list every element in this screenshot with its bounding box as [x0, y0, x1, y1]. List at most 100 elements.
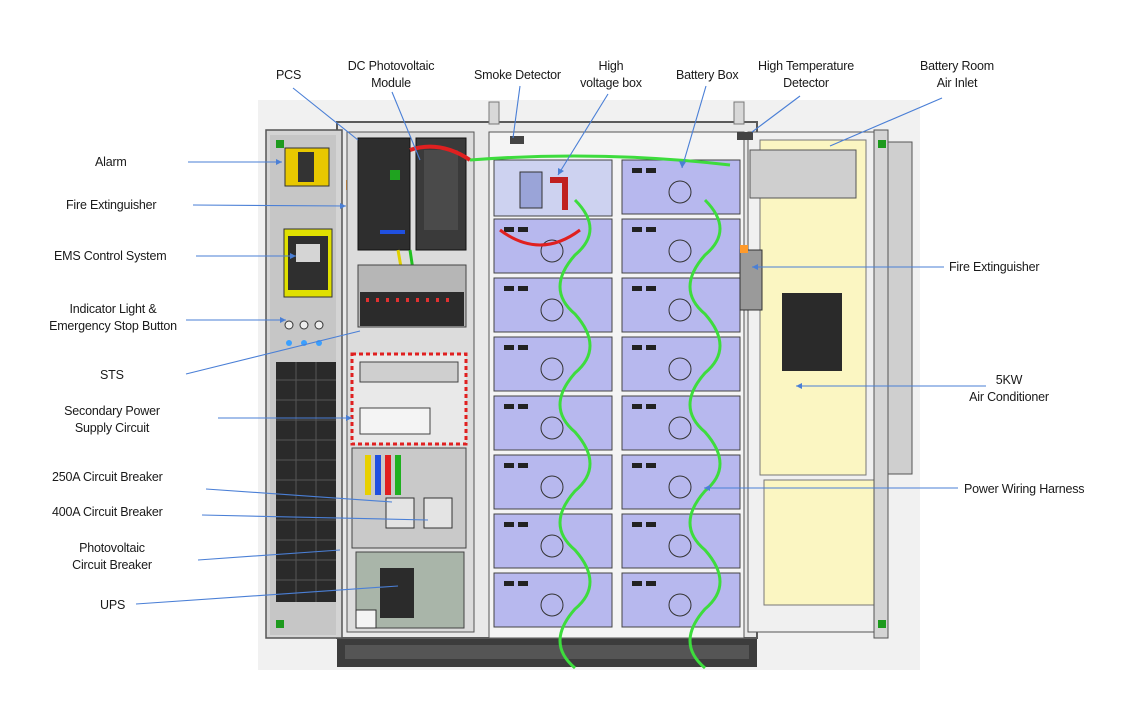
label-battery-box: Battery Box — [676, 68, 739, 82]
label-indicator-light-line1: Indicator Light & — [69, 302, 157, 316]
battery-fan — [668, 180, 692, 204]
battery-fan — [540, 475, 564, 499]
battery-terminal — [646, 345, 656, 350]
battery-terminal — [632, 522, 642, 527]
label-battery-room-air-inlet-line1: Battery Room — [919, 59, 995, 73]
label-high-voltage-box-line2: voltage box — [580, 76, 642, 90]
high-voltage-box-unit — [493, 159, 613, 217]
battery-fan — [540, 239, 564, 263]
air-conditioner-section — [739, 131, 879, 633]
battery-terminal — [646, 522, 656, 527]
left-door — [265, 129, 358, 639]
battery-terminal — [504, 463, 514, 468]
label-high-voltage-box-line1: High — [598, 59, 624, 73]
leader-arrowheads — [276, 159, 802, 491]
label-smoke-detector: Smoke Detector — [474, 68, 561, 82]
electrical-compartment — [346, 131, 475, 633]
label-dc-pv-module-line1: DC Photovoltaic — [347, 59, 435, 73]
label-sts: STS — [100, 368, 124, 382]
battery-terminal — [632, 227, 642, 232]
label-indicator-light-line2: Emergency Stop Button — [49, 319, 177, 333]
label-battery-room-air-inlet-line2: Air Inlet — [936, 76, 978, 90]
battery-terminal — [632, 286, 642, 291]
label-250a-breaker: 250A Circuit Breaker — [52, 470, 163, 484]
battery-fan — [668, 357, 692, 381]
battery-terminal — [632, 168, 642, 173]
battery-terminal — [518, 345, 528, 350]
label-high-temp-detector-line1: High Temperature — [758, 59, 854, 73]
top-green-cable — [469, 154, 731, 167]
label-air-conditioner: 5KW Air Conditioner — [960, 372, 1058, 406]
battery-terminal — [504, 404, 514, 409]
battery-terminal — [504, 345, 514, 350]
battery-fan — [668, 416, 692, 440]
battery-fan — [540, 357, 564, 381]
label-dc-pv-module: DC Photovoltaic Module — [342, 58, 440, 92]
label-400a-breaker: 400A Circuit Breaker — [52, 505, 163, 519]
battery-fan — [668, 239, 692, 263]
label-high-temp-detector-line2: Detector — [783, 76, 829, 90]
red-cable — [499, 228, 581, 247]
label-battery-room-air-inlet: Battery Room Air Inlet — [912, 58, 1002, 92]
battery-terminal — [504, 522, 514, 527]
label-power-wiring-harness: Power Wiring Harness — [964, 482, 1085, 496]
battery-fan — [668, 298, 692, 322]
label-high-voltage-box: High voltage box — [575, 58, 647, 92]
battery-terminal — [646, 168, 656, 173]
air-inlet-hood — [749, 149, 857, 199]
leader-lines — [135, 85, 986, 605]
door-vent — [276, 362, 336, 602]
label-pcs: PCS — [276, 68, 302, 82]
label-dc-pv-module-line2: Module — [371, 76, 411, 90]
battery-terminal — [646, 404, 656, 409]
battery-terminal — [632, 345, 642, 350]
label-ups: UPS — [100, 598, 126, 612]
label-secondary-power-line1: Secondary Power — [64, 404, 160, 418]
battery-terminal — [646, 463, 656, 468]
battery-fan — [540, 416, 564, 440]
battery-terminal — [504, 286, 514, 291]
label-secondary-power: Secondary Power Supply Circuit — [58, 403, 166, 437]
label-fire-extinguisher-right: Fire Extinguisher — [949, 260, 1040, 274]
battery-terminal — [518, 463, 528, 468]
battery-fan — [540, 534, 564, 558]
label-high-temp-detector: High Temperature Detector — [753, 58, 859, 92]
high-temp-detector-unit — [737, 132, 753, 140]
hv-box-handle — [550, 177, 568, 210]
label-indicator-light: Indicator Light & Emergency Stop Button — [42, 301, 184, 335]
battery-terminal — [504, 227, 514, 232]
battery-rack — [469, 131, 745, 670]
battery-terminal — [632, 581, 642, 586]
battery-terminal — [518, 286, 528, 291]
battery-terminal — [518, 404, 528, 409]
ac-vent — [782, 293, 842, 371]
label-alarm: Alarm — [95, 155, 127, 169]
power-wiring-harness-cable — [688, 198, 722, 670]
label-pv-breaker-line2: Circuit Breaker — [72, 558, 152, 572]
label-air-conditioner-line1: 5KW — [995, 373, 1023, 387]
label-air-conditioner-line2: Air Conditioner — [969, 390, 1049, 404]
label-secondary-power-line2: Supply Circuit — [74, 421, 150, 435]
battery-terminal — [518, 581, 528, 586]
label-pv-breaker-line1: Photovoltaic — [79, 541, 145, 555]
battery-fan — [668, 593, 692, 617]
smoke-detector-unit — [510, 136, 524, 144]
battery-terminal — [632, 404, 642, 409]
battery-terminal — [646, 227, 656, 232]
battery-terminal — [646, 286, 656, 291]
label-fire-extinguisher-left: Fire Extinguisher — [66, 198, 157, 212]
battery-fan — [668, 534, 692, 558]
battery-terminal — [518, 522, 528, 527]
battery-fan — [668, 475, 692, 499]
battery-fan — [540, 593, 564, 617]
hv-box-panel — [519, 171, 543, 209]
battery-terminal — [646, 581, 656, 586]
battery-fan — [540, 298, 564, 322]
label-pv-breaker: Photovoltaic Circuit Breaker — [64, 540, 160, 574]
battery-terminal — [632, 463, 642, 468]
battery-terminal — [504, 581, 514, 586]
label-ems-control-system: EMS Control System — [54, 249, 167, 263]
power-wiring-harness-cable — [558, 198, 592, 670]
